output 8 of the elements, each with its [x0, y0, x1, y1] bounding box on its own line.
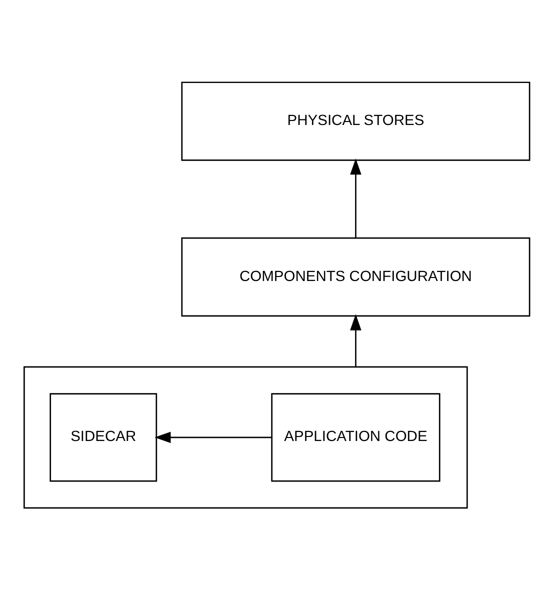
arrow	[350, 314, 362, 367]
node-box: SIDECAR	[50, 393, 158, 482]
arrow	[154, 432, 272, 444]
node-box: COMPONENTS CONFIGURATION	[181, 237, 530, 317]
cluster	[24, 366, 468, 509]
arrow	[350, 158, 362, 238]
node-box: APPLICATION CODE	[271, 393, 440, 482]
node-box: PHYSICAL STORES	[181, 82, 530, 161]
